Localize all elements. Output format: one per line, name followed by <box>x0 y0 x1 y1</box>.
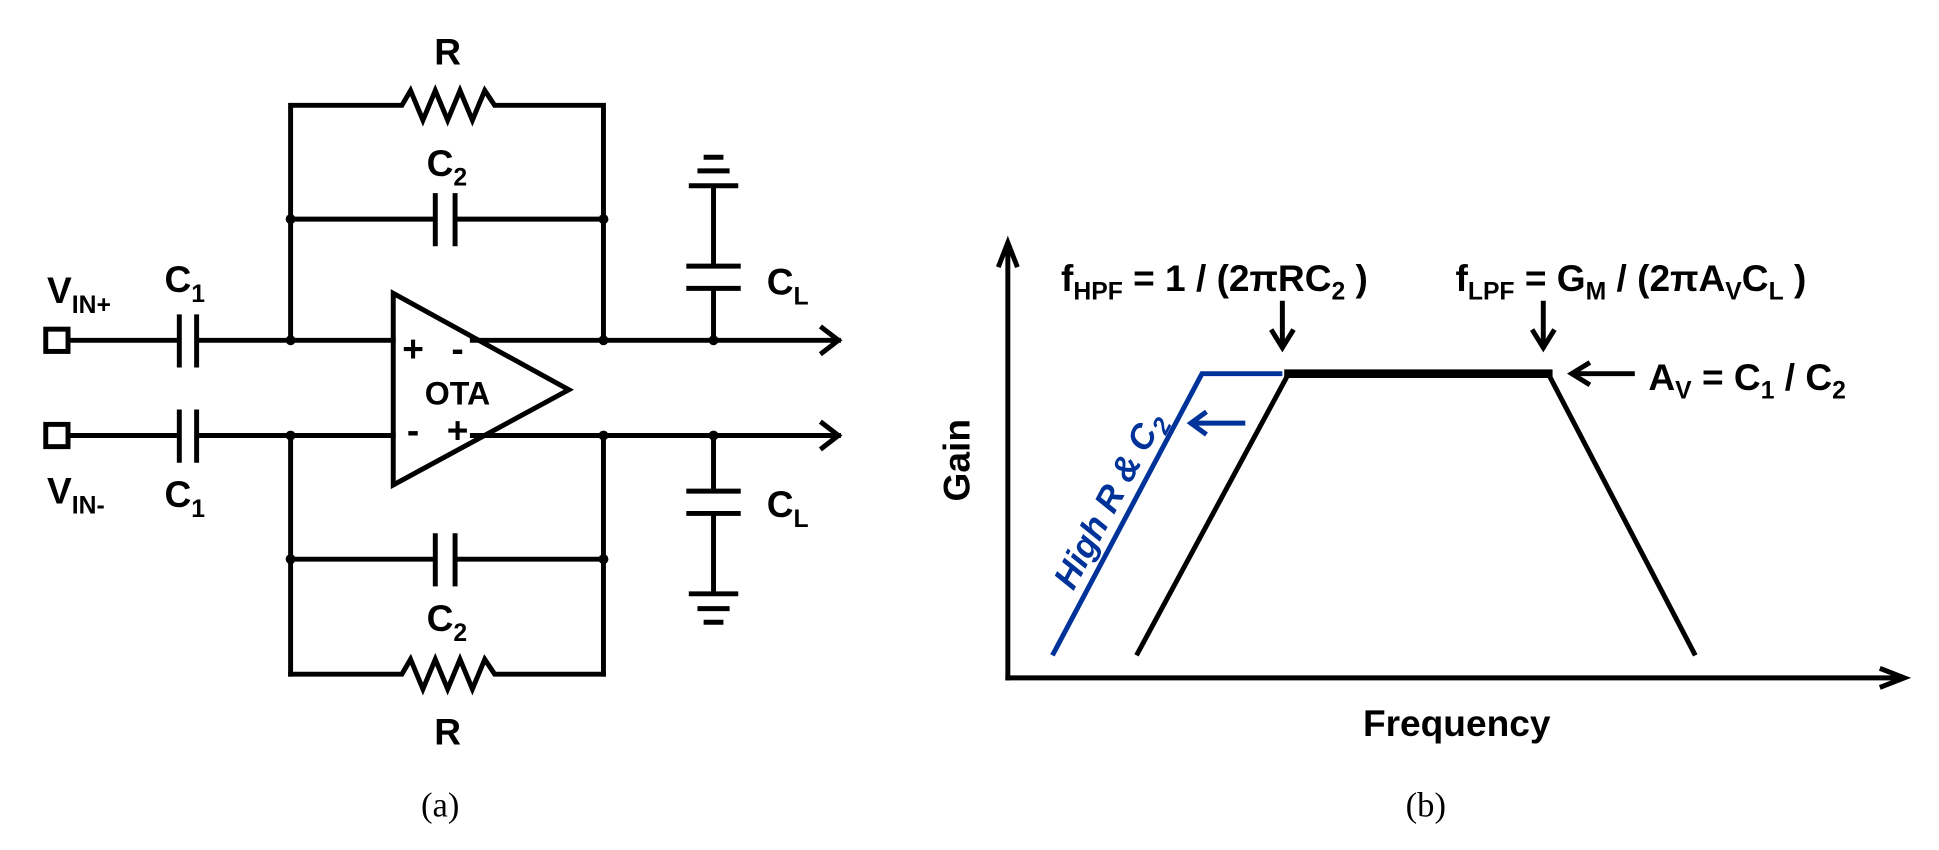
caption-a: (a) <box>421 786 459 824</box>
hpf-equation: fHPF = 1 / (2πRC2 ) <box>1061 257 1368 306</box>
input-pos-terminal <box>43 326 71 354</box>
x-axis-label: Frequency <box>1363 702 1551 744</box>
circuit-schematic: R C2 C2 R VIN+ C1 VIN- C1 OTA + - - + <box>43 31 843 824</box>
caption-b: (b) <box>1406 786 1446 824</box>
ota-bottom-minus: - <box>407 409 419 451</box>
lpf-equation: fLPF = GM / (2πAVCL ) <box>1455 257 1806 306</box>
cap-in-top-label: C1 <box>164 258 205 308</box>
gain-equation: AV = C1 / C2 <box>1648 356 1846 405</box>
frequency-response: fHPF = 1 / (2πRC2 ) fLPF = GM / (2πAVCL … <box>936 235 1912 824</box>
y-axis-label: Gain <box>936 419 978 501</box>
gain-arrow <box>1567 360 1635 387</box>
output-wires <box>469 324 843 452</box>
cap-in-bottom-label: C1 <box>164 473 205 523</box>
cap-feedback-top <box>288 193 606 247</box>
x-axis <box>1005 666 1912 690</box>
shift-arrow <box>1186 409 1246 437</box>
resistor-top-label: R <box>434 31 461 73</box>
resistor-top <box>288 84 606 343</box>
ota-label: OTA <box>425 376 490 412</box>
input-pos-label: VIN+ <box>47 269 111 319</box>
load-cap-bottom <box>686 433 741 625</box>
input-wires <box>68 314 396 463</box>
hpf-arrow <box>1269 300 1296 353</box>
shifted-response <box>1050 371 1283 657</box>
input-neg-terminal <box>43 421 71 450</box>
load-top-label: CL <box>767 261 809 311</box>
ota-bottom-plus: + <box>447 409 469 451</box>
lpf-arrow <box>1529 300 1557 353</box>
ota-top-minus: - <box>451 327 463 369</box>
resistor-bottom <box>288 652 606 696</box>
y-axis <box>995 235 1020 681</box>
cap-feedback-bottom-label: C2 <box>427 597 468 647</box>
baseline-response <box>1134 371 1698 657</box>
cap-feedback-top-label: C2 <box>427 142 468 192</box>
ota-top-plus: + <box>402 327 424 369</box>
junction-dots <box>285 214 719 565</box>
input-neg-label: VIN- <box>47 470 105 520</box>
load-cap-top <box>686 154 741 343</box>
shift-label: High R & C2 <box>1047 405 1178 598</box>
resistor-bottom-label: R <box>434 711 461 753</box>
load-bottom-label: CL <box>767 483 809 533</box>
